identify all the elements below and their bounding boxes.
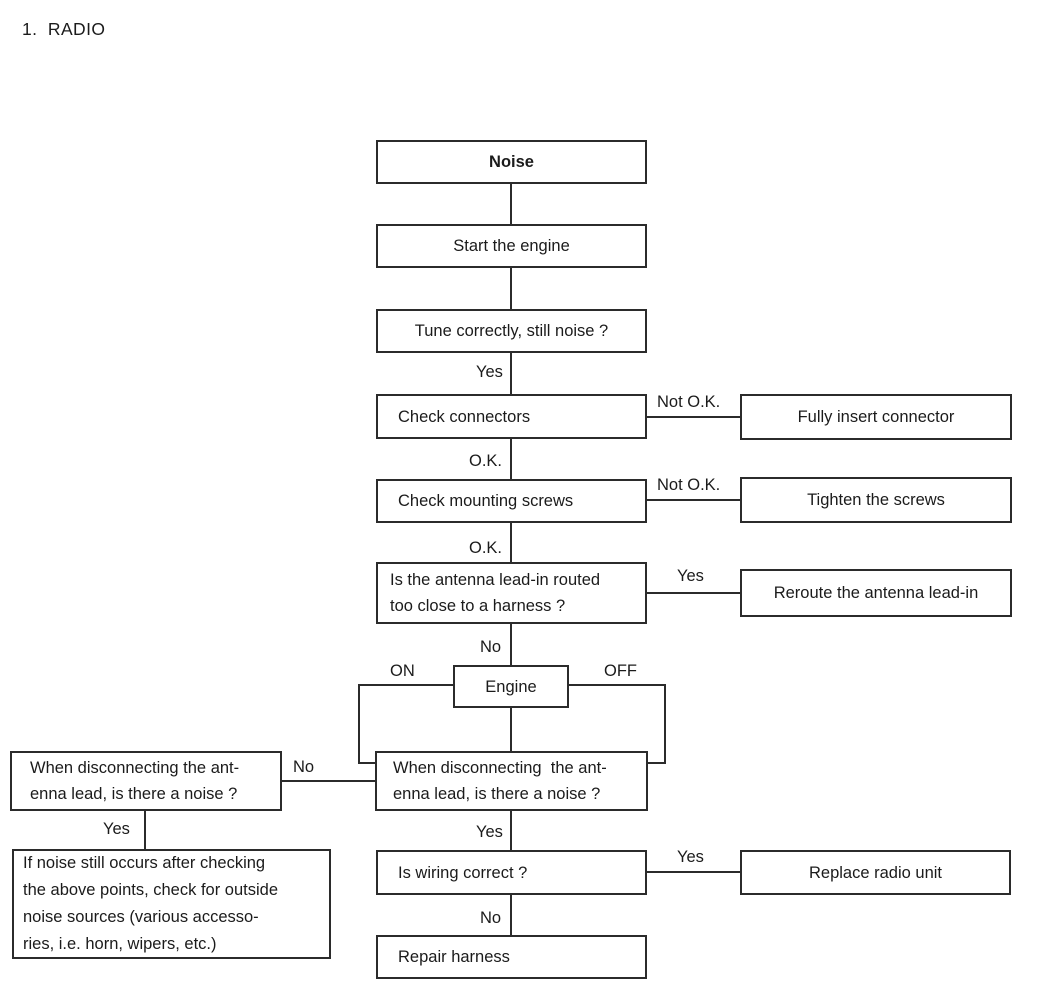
edge-label-screws-not-ok: Not O.K. bbox=[657, 476, 721, 494]
edge-label-disconnect-left-yes: Yes bbox=[103, 820, 130, 838]
node-reroute-antenna: Reroute the antenna lead-in bbox=[740, 569, 1012, 617]
edge-label-antenna-no: No bbox=[480, 638, 502, 656]
connector-engine-on-jog bbox=[358, 762, 376, 764]
node-antenna-lead-in-question: Is the antenna lead-in routed too close … bbox=[376, 562, 647, 624]
edge-label-tune-yes: Yes bbox=[476, 363, 503, 381]
node-disconnect-antenna-left: When disconnecting the ant- enna lead, i… bbox=[10, 751, 282, 811]
node-check-connectors: Check connectors bbox=[376, 394, 647, 439]
node-noise: Noise bbox=[376, 140, 647, 184]
page-title: 1. RADIO bbox=[22, 19, 106, 39]
node-disconnect-antenna-center: When disconnecting the ant- enna lead, i… bbox=[375, 751, 648, 811]
node-is-wiring-correct: Is wiring correct ? bbox=[376, 850, 647, 895]
edge-label-connectors-not-ok: Not O.K. bbox=[657, 393, 721, 411]
edge-label-disconnect-center-yes: Yes bbox=[476, 823, 503, 841]
edge-label-antenna-yes: Yes bbox=[677, 567, 704, 585]
connector-connectors-to-fully-insert bbox=[647, 416, 740, 418]
connector-disconnect-to-wiring bbox=[510, 811, 512, 850]
node-repair-harness: Repair harness bbox=[376, 935, 647, 979]
connector-engine-on-horizontal bbox=[358, 684, 453, 686]
connector-engine-on-vertical bbox=[358, 684, 360, 764]
connector-wiring-to-replace bbox=[647, 871, 740, 873]
node-tune-correctly: Tune correctly, still noise ? bbox=[376, 309, 647, 353]
edge-label-screws-ok: O.K. bbox=[469, 539, 503, 557]
node-engine: Engine bbox=[453, 665, 569, 708]
connector-disconnect-left-to-center bbox=[282, 780, 375, 782]
node-fully-insert-connector: Fully insert connector bbox=[740, 394, 1012, 440]
connector-screws-to-tighten bbox=[647, 499, 740, 501]
edge-label-wiring-no: No bbox=[480, 909, 502, 927]
connector-disconnect-left-to-outside bbox=[144, 811, 146, 849]
node-start-engine: Start the engine bbox=[376, 224, 647, 268]
edge-label-disconnect-no: No bbox=[293, 758, 315, 776]
edge-label-connectors-ok: O.K. bbox=[469, 452, 503, 470]
edge-label-engine-on: ON bbox=[390, 662, 415, 680]
connector-antenna-to-engine bbox=[510, 624, 512, 665]
connector-tune-to-connectors bbox=[510, 353, 512, 394]
node-outside-noise-sources: If noise still occurs after checking the… bbox=[12, 849, 331, 959]
connector-engine-off-horizontal bbox=[569, 684, 666, 686]
connector-connectors-to-screws bbox=[510, 439, 512, 479]
connector-start-to-tune bbox=[510, 268, 512, 309]
node-tighten-screws: Tighten the screws bbox=[740, 477, 1012, 523]
node-replace-radio-unit: Replace radio unit bbox=[740, 850, 1011, 895]
edge-label-wiring-yes: Yes bbox=[677, 848, 704, 866]
connector-wiring-to-repair bbox=[510, 895, 512, 935]
connector-engine-to-disconnect bbox=[510, 708, 512, 751]
connector-antenna-to-reroute bbox=[647, 592, 740, 594]
connector-noise-to-start bbox=[510, 184, 512, 224]
node-check-mounting-screws: Check mounting screws bbox=[376, 479, 647, 523]
connector-screws-to-antenna bbox=[510, 523, 512, 562]
edge-label-engine-off: OFF bbox=[604, 662, 637, 680]
connector-engine-off-jog bbox=[648, 762, 666, 764]
connector-engine-off-vertical bbox=[664, 684, 666, 764]
